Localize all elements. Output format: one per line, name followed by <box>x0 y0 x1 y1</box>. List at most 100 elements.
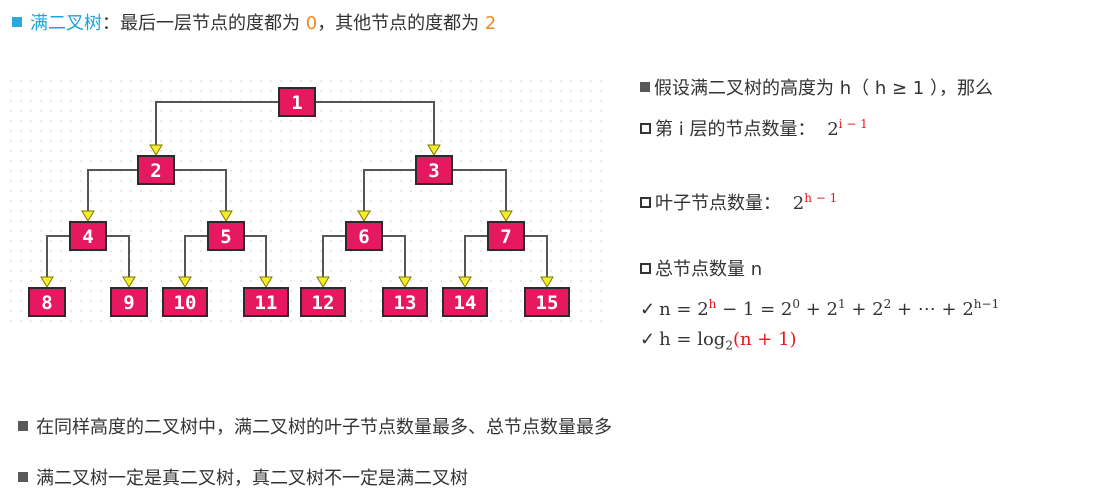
h-lhs: h = log <box>659 329 726 350</box>
level-base: 2 <box>827 119 839 140</box>
assumption-text: 假设满二叉树的高度为 h（ h ≥ 1 ），那么 <box>654 78 993 99</box>
tree-edges <box>40 101 554 288</box>
arrow-down-icon <box>316 276 330 288</box>
node-label: 8 <box>41 292 52 314</box>
level-count-label: 第 i 层的节点数量： <box>655 119 816 140</box>
total-count-line: 总节点数量 n <box>640 257 762 283</box>
edge-1-3 <box>315 101 435 147</box>
leaf-count-formula: 2h − 1 <box>792 191 838 214</box>
checkmark-icon: ✓ <box>640 329 656 350</box>
edge-7-14 <box>464 235 488 279</box>
checkbox-square-icon <box>640 262 651 274</box>
tree-node-7: 7 <box>487 221 525 251</box>
tree-node-1: 1 <box>278 87 316 117</box>
n-sup-0: 0 <box>792 297 801 311</box>
header-desc-a: 最后一层节点的度都为 <box>120 13 306 34</box>
node-label: 14 <box>454 292 477 314</box>
height-formula: ✓h = log2(n + 1) <box>640 327 797 359</box>
edge-6-12 <box>322 235 346 279</box>
tree-node-5: 5 <box>207 221 245 251</box>
arrow-down-icon <box>178 276 192 288</box>
level-count-line: 第 i 层的节点数量： 2i − 1 <box>640 111 868 143</box>
arrow-down-icon <box>149 144 163 156</box>
node-box <box>137 155 175 185</box>
node-label: 1 <box>291 92 302 114</box>
n-plus-3: + ⋯ + 2 <box>891 299 974 320</box>
edge-5-11 <box>244 235 267 279</box>
checkbox-square-icon <box>640 122 651 134</box>
arrow-down-icon <box>499 210 513 222</box>
node-label: 9 <box>123 292 134 314</box>
assumption-line: 假设满二叉树的高度为 h（ h ≥ 1 ），那么 <box>640 76 993 102</box>
arrow-down-icon <box>122 276 136 288</box>
n-exponent: h <box>708 297 717 311</box>
node-box <box>243 287 289 317</box>
node-box <box>69 221 107 251</box>
node-box <box>487 221 525 251</box>
edge-6-13 <box>382 235 406 279</box>
tree-node-9: 9 <box>110 287 148 317</box>
tree-node-3: 3 <box>415 155 453 185</box>
node-label: 7 <box>500 226 511 248</box>
node-box <box>28 287 66 317</box>
n-plus-1: + 2 <box>800 299 838 320</box>
tree-node-6: 6 <box>345 221 383 251</box>
node-label: 4 <box>82 226 93 248</box>
bullet-square-icon <box>12 17 22 27</box>
n-base: 2 <box>697 299 709 320</box>
tree-node-13: 13 <box>382 287 428 317</box>
arrow-down-icon <box>427 144 441 156</box>
edge-4-9 <box>106 235 130 279</box>
arrow-down-icon <box>357 210 371 222</box>
leaf-base: 2 <box>792 193 805 214</box>
header-colon: ： <box>102 13 120 34</box>
node-label: 15 <box>536 292 559 314</box>
node-label: 5 <box>220 226 231 248</box>
node-box <box>382 287 428 317</box>
dot-grid-background <box>10 80 610 325</box>
total-count-formula: ✓n = 2h − 1 = 20 + 21 + 22 + ⋯ + 2h−1 <box>640 291 999 323</box>
arrow-down-icon <box>398 276 412 288</box>
tree-node-14: 14 <box>442 287 488 317</box>
bullet-text: 在同样高度的二叉树中，满二叉树的叶子节点数量最多、总节点数量最多 <box>36 417 612 438</box>
edge-7-15 <box>524 235 548 279</box>
log-argument: (n + 1) <box>732 329 797 350</box>
bullet-square-icon <box>640 82 650 92</box>
arrow-down-icon <box>40 276 54 288</box>
internal-degree-value: 2 <box>484 13 497 34</box>
arrow-down-icon <box>540 276 554 288</box>
node-box <box>442 287 488 317</box>
edge-3-7 <box>452 169 507 213</box>
edge-2-5 <box>174 169 227 213</box>
checkmark-icon: ✓ <box>640 299 656 320</box>
tree-node-11: 11 <box>243 287 289 317</box>
node-label: 11 <box>255 292 278 314</box>
node-box <box>300 287 346 317</box>
arrow-down-icon <box>81 210 95 222</box>
node-box <box>345 221 383 251</box>
node-box <box>524 287 570 317</box>
leaf-count-line: 叶子节点数量： 2h − 1 <box>640 185 837 217</box>
node-box <box>110 287 148 317</box>
bullet-text: 满二叉树一定是真二叉树，真二叉树不一定是满二叉树 <box>36 468 468 489</box>
node-box <box>278 87 316 117</box>
arrow-down-icon <box>458 276 472 288</box>
header-desc-b: ，其他节点的度都为 <box>317 13 485 34</box>
tree-node-2: 2 <box>137 155 175 185</box>
tree-node-12: 12 <box>300 287 346 317</box>
edge-4-8 <box>46 235 70 279</box>
node-label: 2 <box>150 160 161 182</box>
tree-node-15: 15 <box>524 287 570 317</box>
arrow-down-icon <box>259 276 273 288</box>
bullet-square-icon <box>18 421 28 431</box>
tree-node-4: 4 <box>69 221 107 251</box>
tree-node-10: 10 <box>162 287 208 317</box>
edge-2-4 <box>87 169 138 213</box>
node-box <box>415 155 453 185</box>
node-label: 13 <box>394 292 417 314</box>
header-line: 满二叉树：最后一层节点的度都为 0，其他节点的度都为 2 <box>12 11 496 37</box>
arrow-down-icon <box>219 210 233 222</box>
node-label: 12 <box>312 292 335 314</box>
bullet-proper-tree: 满二叉树一定是真二叉树，真二叉树不一定是满二叉树 <box>18 466 468 492</box>
